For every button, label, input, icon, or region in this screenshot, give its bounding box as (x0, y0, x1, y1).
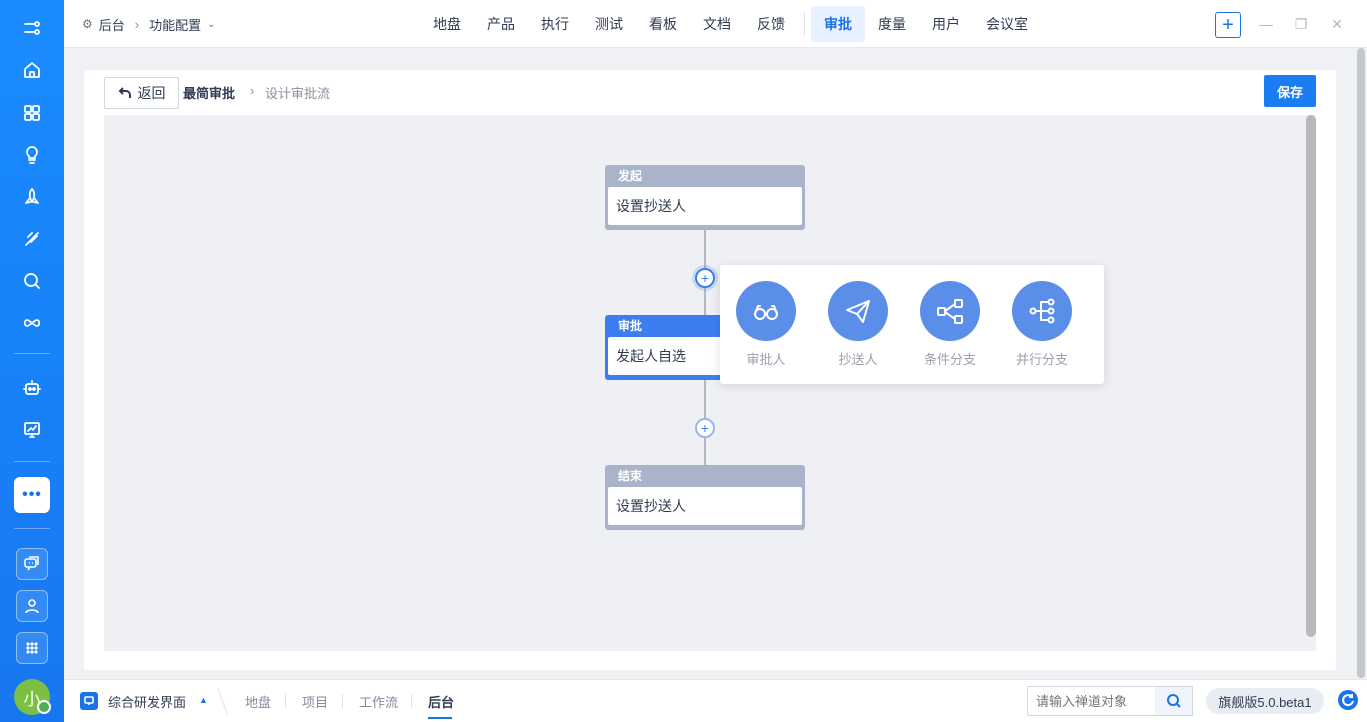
bottom-tab-dashboard[interactable]: 地盘 (245, 695, 272, 710)
nav-item-execution[interactable]: 执行 (541, 16, 569, 32)
search-button[interactable] (1155, 686, 1193, 716)
flow-node-start[interactable]: 发起 设置抄送人 (605, 165, 805, 230)
nav-item-dashboard[interactable]: 地盘 (433, 16, 461, 32)
node-type-label: 结束 (618, 469, 643, 483)
user-icon[interactable] (16, 590, 48, 622)
nav-item-test[interactable]: 测试 (595, 16, 623, 32)
main-nav: 地盘 产品 执行 测试 看板 文档 反馈 审批 度量 用户 会议室 (420, 0, 1041, 48)
restore-window-icon[interactable]: ❐ (1294, 15, 1308, 32)
speed-icon[interactable] (20, 227, 44, 251)
sidebar-divider (14, 528, 50, 529)
popup-option-condition-branch[interactable]: 条件分支 (915, 281, 985, 368)
bottom-tab-project[interactable]: 项目 (302, 695, 329, 710)
active-tab-indicator (428, 717, 452, 719)
glasses-icon (736, 281, 796, 341)
bottom-divider (217, 688, 228, 714)
workspace-switcher[interactable]: 综合研发界面 (108, 695, 187, 710)
nav-item-users[interactable]: 用户 (932, 16, 960, 32)
condition-branch-icon (920, 281, 980, 341)
node-type-label: 审批 (618, 319, 643, 333)
back-button-label: 返回 (137, 85, 166, 101)
nav-item-meeting-room[interactable]: 会议室 (986, 16, 1028, 32)
paper-plane-icon (828, 281, 888, 341)
online-status-icon (37, 700, 51, 714)
page-subtitle: 设计审批流 (265, 86, 331, 101)
bottom-divider (285, 694, 286, 708)
bottom-tab-workflow[interactable]: 工作流 (359, 695, 399, 710)
back-button[interactable]: 返回 (104, 77, 179, 109)
parallel-branch-icon (1012, 281, 1072, 341)
refresh-update-icon[interactable] (1338, 690, 1358, 710)
search-circle-icon[interactable] (20, 269, 44, 293)
page-title: 最简审批 (183, 86, 236, 101)
create-plus-button[interactable]: + (1215, 12, 1241, 38)
main-panel: 返回 最简审批 › 设计审批流 保存 发起 设置抄送人 + 审批 发起人自选 +… (84, 70, 1336, 670)
chevron-down-icon[interactable]: ⌄ (207, 18, 216, 30)
page-scrollbar[interactable] (1357, 48, 1365, 678)
popup-option-cc[interactable]: 抄送人 (823, 281, 893, 368)
flow-canvas[interactable]: 发起 设置抄送人 + 审批 发起人自选 + 结束 设置抄送人 审批人 (104, 115, 1316, 651)
sidebar-divider (14, 353, 50, 354)
more-apps-button[interactable]: ••• (14, 477, 50, 513)
nav-item-docs[interactable]: 文档 (703, 16, 731, 32)
breadcrumb-current[interactable]: 功能配置 (149, 17, 202, 33)
back-arrow-icon (118, 87, 131, 98)
settings-gear-icon: ⚙ (82, 17, 93, 31)
bottom-divider (342, 694, 343, 708)
add-node-button[interactable]: + (695, 418, 715, 438)
sidebar: ••• 小 (0, 0, 64, 722)
version-badge[interactable]: 旗舰版5.0.beta1 (1206, 688, 1324, 714)
top-header: ⚙ 后台 › 功能配置 ⌄ 地盘 产品 执行 测试 看板 文档 反馈 审批 度量… (64, 0, 1367, 48)
nav-item-approval[interactable]: 审批 (811, 6, 865, 42)
bottom-bar: 综合研发界面 ▲ 地盘 项目 工作流 后台 旗舰版5.0.beta1 (64, 679, 1367, 722)
product-grid-icon[interactable] (20, 101, 44, 125)
add-node-button[interactable]: + (695, 268, 715, 288)
search-icon (1166, 694, 1181, 708)
popup-option-label: 并行分支 (1015, 352, 1068, 367)
popup-option-label: 抄送人 (838, 352, 878, 367)
breadcrumb-separator-icon: › (134, 16, 140, 32)
app-grid-icon[interactable] (16, 632, 48, 664)
nav-item-feedback[interactable]: 反馈 (757, 16, 785, 32)
chat-icon[interactable] (16, 548, 48, 580)
robot-icon[interactable] (20, 376, 44, 400)
flow-node-end[interactable]: 结束 设置抄送人 (605, 465, 805, 530)
canvas-scrollbar[interactable] (1306, 115, 1316, 637)
sidebar-menu-icon[interactable] (20, 16, 44, 40)
breadcrumb: ⚙ 后台 › 功能配置 ⌄ (82, 0, 216, 48)
workspace-logo-icon (80, 692, 98, 710)
home-icon[interactable] (20, 58, 44, 82)
node-content: 设置抄送人 (608, 487, 802, 525)
nav-divider (804, 12, 805, 36)
node-type-label: 发起 (618, 169, 643, 183)
nav-item-product[interactable]: 产品 (487, 16, 515, 32)
sidebar-divider (14, 461, 50, 462)
caret-up-icon[interactable]: ▲ (199, 695, 208, 705)
popup-option-label: 条件分支 (923, 352, 976, 367)
minimize-icon[interactable]: — (1259, 16, 1273, 32)
infinity-icon[interactable] (20, 311, 44, 335)
chart-board-icon[interactable] (20, 418, 44, 442)
bottom-tab-admin[interactable]: 后台 (428, 695, 455, 710)
rocket-icon[interactable] (20, 185, 44, 209)
save-button[interactable]: 保存 (1264, 75, 1316, 107)
breadcrumb-root[interactable]: 后台 (98, 17, 125, 33)
title-separator-icon: › (250, 83, 255, 98)
lightbulb-icon[interactable] (20, 143, 44, 167)
bottom-divider (411, 694, 412, 708)
nav-item-kanban[interactable]: 看板 (649, 16, 677, 32)
add-node-popup: 审批人 抄送人 条件分支 并行分支 (720, 265, 1104, 384)
popup-option-label: 审批人 (746, 352, 786, 367)
close-icon[interactable]: ✕ (1331, 15, 1343, 32)
node-content: 设置抄送人 (608, 187, 802, 225)
popup-option-parallel-branch[interactable]: 并行分支 (1007, 281, 1077, 368)
nav-item-metrics[interactable]: 度量 (878, 16, 906, 32)
popup-option-approver[interactable]: 审批人 (731, 281, 801, 368)
